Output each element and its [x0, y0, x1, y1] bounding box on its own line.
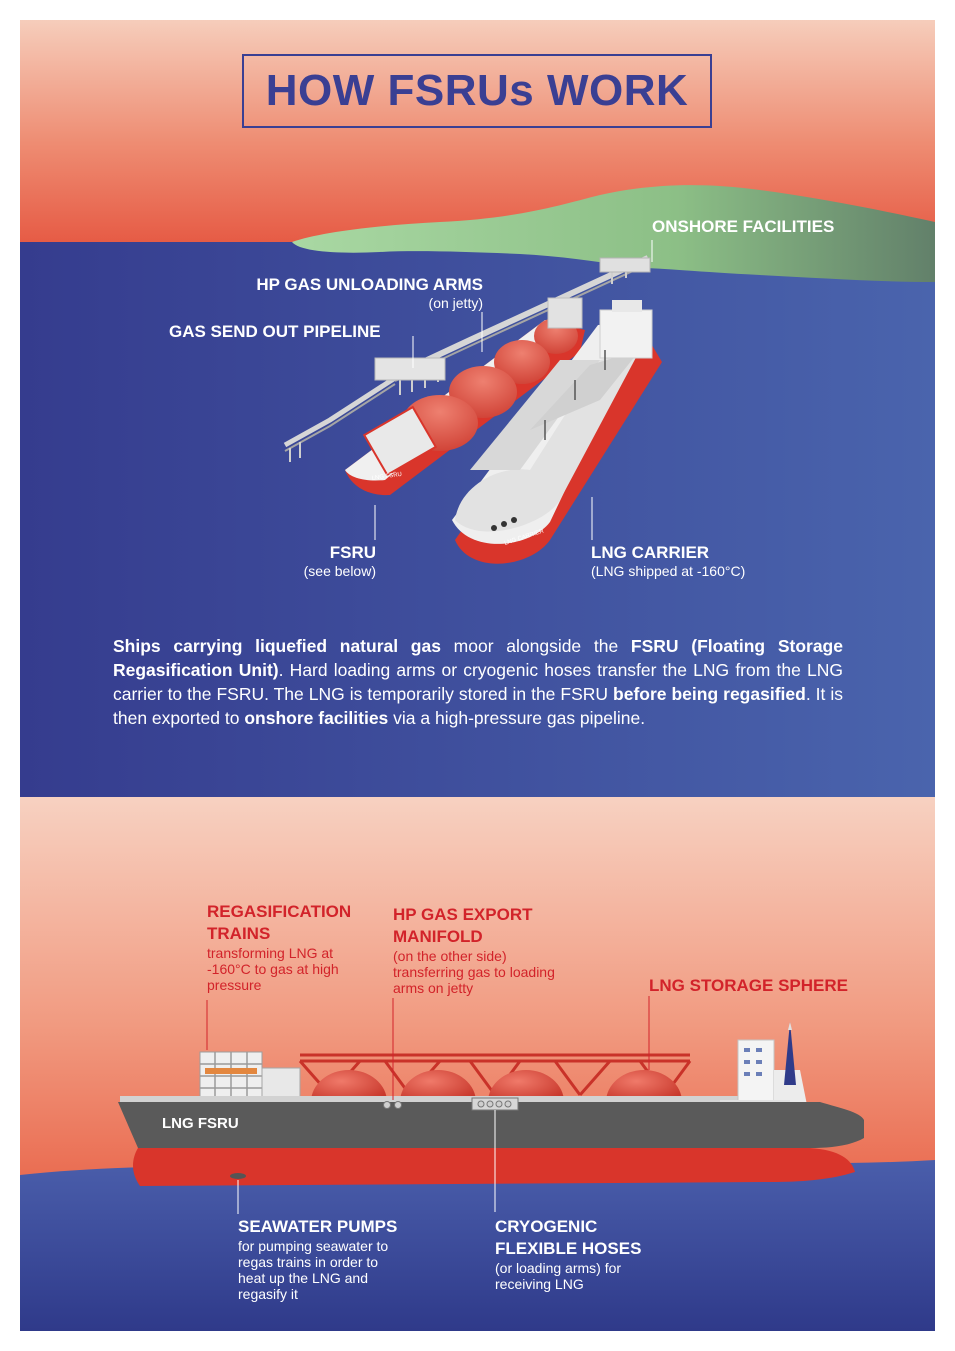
label-pumps-sub: for pumping seawater to regas trains in … [238, 1238, 389, 1302]
fsru-top-hull-text: LNG FSRU [371, 472, 402, 482]
top-leaders [374, 240, 653, 540]
para-text-2: moor alongside the [440, 636, 631, 656]
label-regasification-trains: REGASIFICATION TRAINS transforming LNG a… [207, 901, 379, 993]
fsru-bottom-ship: LNG FSRU [118, 1022, 864, 1186]
para-bold-7: before being regasified [613, 684, 806, 704]
jetty [283, 255, 651, 462]
label-onshore-facilities: ONSHORE FACILITIES [652, 217, 835, 236]
label-seawater-pumps: SEAWATER PUMPS for pumping seawater to r… [238, 1216, 408, 1302]
label-regas-title: REGASIFICATION TRAINS [207, 902, 352, 943]
label-fsru: FSRU (see below) [250, 543, 376, 579]
land [292, 185, 935, 282]
para-text-10: via a high-pressure gas pipeline. [388, 708, 646, 728]
para-text-6: . Hard loading arms or cryogenic hoses t… [113, 660, 843, 704]
label-carrier-title: LNG CARRIER [591, 543, 710, 562]
label-fsru-sub: (see below) [303, 563, 376, 579]
bottom-ocean [20, 1160, 935, 1331]
bottom-leaders [206, 996, 650, 1214]
para-bold-3: FSRU [630, 636, 679, 656]
para-bold-9: onshore facilities [244, 708, 389, 728]
para-text-4 [679, 636, 692, 656]
para-bold-1: Ships carrying liquefied natural gas [113, 636, 441, 656]
label-gas-send-out-pipeline: GAS SEND OUT PIPELINE [169, 322, 381, 341]
label-lng-storage-sphere: LNG STORAGE SPHERE [649, 976, 848, 995]
label-hoses-title: CRYOGENIC FLEXIBLE HOSES [495, 1217, 642, 1258]
carrier-top-ship: LNG CARRIER [452, 300, 662, 564]
bottom-hull-text: LNG FSRU [162, 1115, 239, 1132]
label-hp-arms-title: HP GAS UNLOADING ARMS [256, 275, 483, 294]
para-bold-5: (Floating Storage Regasification Unit) [113, 636, 843, 680]
label-hp-gas-export-manifold: HP GAS EXPORT MANIFOLD (on the other sid… [393, 904, 568, 996]
label-manifold-title: HP GAS EXPORT MANIFOLD [393, 905, 533, 946]
title-box: HOW FSRUs WORK [242, 54, 712, 128]
label-hoses-sub: (or loading arms) for receiving LNG [495, 1260, 622, 1292]
label-manifold-sub: (on the other side) transferring gas to … [393, 948, 555, 996]
label-carrier-sub: (LNG shipped at -160°C) [591, 563, 746, 579]
label-hp-unloading-arms: HP GAS UNLOADING ARMS (on jetty) [180, 275, 483, 311]
page-title: HOW FSRUs WORK [265, 66, 689, 115]
label-cryogenic-flexible-hoses: CRYOGENIC FLEXIBLE HOSES (or loading arm… [495, 1216, 675, 1292]
label-pumps-title: SEAWATER PUMPS [238, 1217, 398, 1236]
description-paragraph: Ships carrying liquefied natural gas moo… [113, 634, 843, 730]
fsru-top-ship: LNG FSRU [345, 297, 585, 496]
label-fsru-title: FSRU [329, 543, 376, 562]
label-hp-arms-sub: (on jetty) [428, 295, 483, 311]
label-regas-sub: transforming LNG at -160°C to gas at hig… [207, 945, 339, 993]
para-text-8: . It is then exported to [113, 684, 843, 728]
label-lng-carrier: LNG CARRIER (LNG shipped at -160°C) [591, 543, 745, 579]
